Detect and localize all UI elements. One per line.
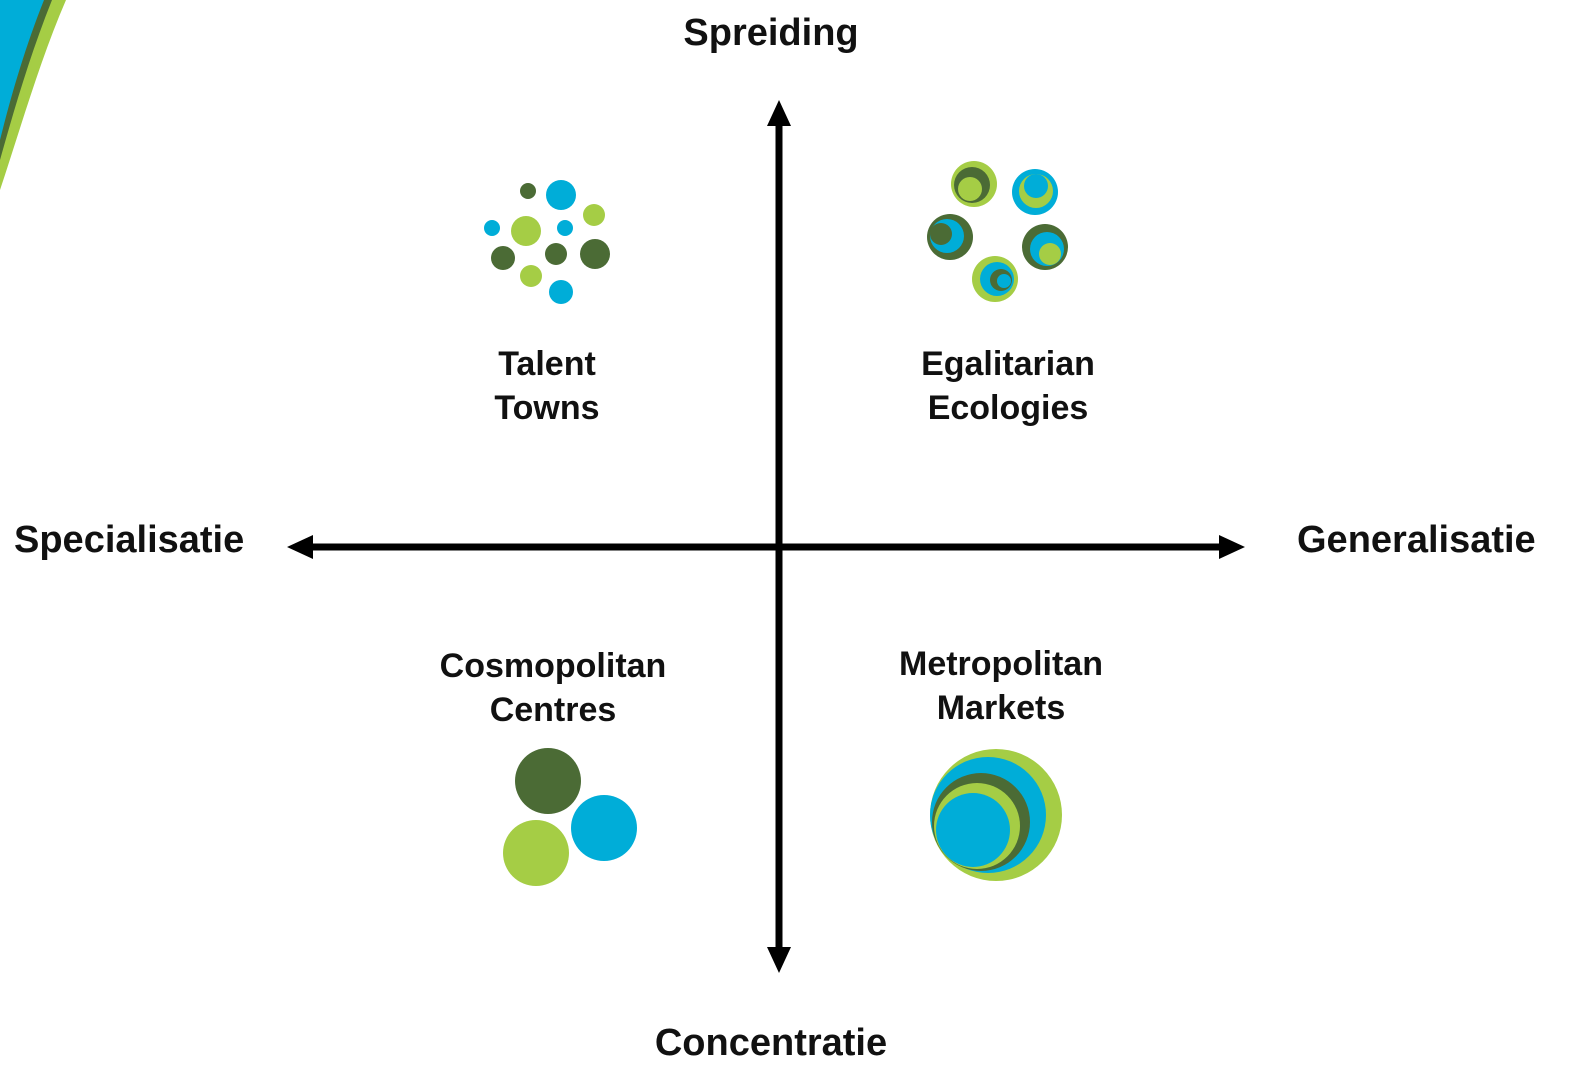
quadrant-label-line: Egalitarian bbox=[921, 345, 1095, 383]
axis-label-top: Spreiding bbox=[683, 12, 859, 54]
quadrant-label-cosmopolitan-centres: Cosmopolitan Centres bbox=[393, 644, 713, 732]
metropolitan-markets-icon bbox=[930, 749, 1062, 881]
arrow-right-icon bbox=[1219, 535, 1245, 559]
axis-label-left: Specialisatie bbox=[14, 519, 245, 561]
talent-towns-icon bbox=[484, 180, 610, 304]
horizontal-axis bbox=[287, 535, 1245, 559]
quadrant-label-line: Ecologies bbox=[927, 389, 1089, 427]
egalitarian-ecologies-icon bbox=[927, 161, 1068, 302]
quadrant-label-line: Talent bbox=[498, 345, 596, 383]
vertical-axis bbox=[767, 100, 791, 973]
quadrant-label-line: Towns bbox=[494, 389, 600, 427]
quadrant-label-egalitarian-ecologies: Egalitarian Ecologies bbox=[848, 342, 1168, 430]
quadrant-label-talent-towns: Talent Towns bbox=[387, 342, 707, 430]
axis-label-bottom: Concentratie bbox=[654, 1022, 888, 1064]
quadrant-label-line: Metropolitan bbox=[899, 645, 1103, 683]
quadrant-label-line: Cosmopolitan bbox=[439, 647, 667, 685]
cosmopolitan-centres-icon bbox=[503, 748, 637, 886]
brand-swoosh-top-left bbox=[0, 0, 66, 190]
arrow-left-icon bbox=[287, 535, 313, 559]
arrow-down-icon bbox=[767, 947, 791, 973]
quadrant-label-line: Markets bbox=[936, 689, 1066, 727]
axis-label-right: Generalisatie bbox=[1297, 519, 1536, 561]
quadrant-label-metropolitan-markets: Metropolitan Markets bbox=[841, 642, 1161, 730]
arrow-up-icon bbox=[767, 100, 791, 126]
quadrant-label-line: Centres bbox=[489, 691, 617, 729]
